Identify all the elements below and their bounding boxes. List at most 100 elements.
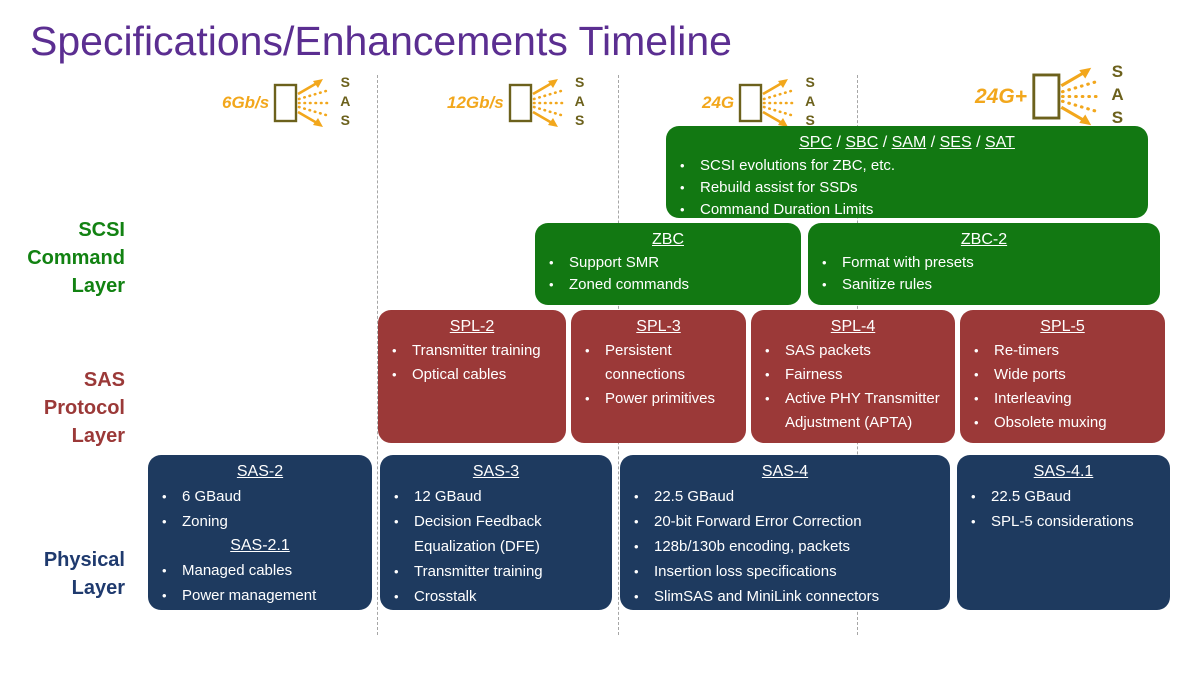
box-zbc: ZBC Support SMR Zoned commands — [535, 223, 801, 305]
logo-speed-label: 12Gb/s — [447, 92, 504, 112]
box-sas-3: SAS-3 12 GBaud Decision Feedback Equaliz… — [380, 455, 612, 610]
bullet-dot — [972, 363, 994, 387]
connector-rays-icon — [738, 78, 798, 127]
bullet-item: Interleaving — [972, 387, 1153, 411]
box-title: ZBC-2 — [960, 231, 1008, 248]
label-line: Protocol — [43, 397, 125, 419]
label-line: Layer — [71, 577, 125, 599]
bullet-dot — [392, 509, 414, 559]
label-line: SAS — [83, 369, 125, 391]
bullet-dot — [583, 387, 605, 411]
bullet-dot — [632, 584, 654, 609]
logo-speed-label: 6Gb/s — [222, 92, 270, 112]
bullet-dot — [972, 411, 994, 435]
bullet-item: SAS packets — [763, 339, 943, 363]
bullet-item: Format with presets — [820, 252, 1148, 274]
box-title: SAS-4.1 — [1033, 463, 1094, 480]
box-title: SPL-4 — [830, 318, 876, 335]
bullet-item: Transmitter training — [392, 559, 600, 584]
bullet-item: Persistent connections — [583, 339, 734, 387]
bullet-item: Zoned commands — [547, 274, 789, 296]
bullet-dot — [632, 509, 654, 534]
bullet-dot — [969, 509, 991, 534]
title-separator: / — [971, 134, 985, 151]
bullet-item: SCSI evolutions for ZBC, etc. — [678, 155, 1136, 177]
bullet-dot — [820, 252, 842, 274]
bullet-item: Zoning — [160, 509, 360, 534]
logo-speed-label: 24G — [702, 92, 735, 112]
logo-speed-label: 24G+ — [975, 84, 1027, 108]
bullet-dot — [972, 387, 994, 411]
label-physical-layer: Physical Layer — [0, 546, 125, 602]
sas-logo-24g-plus: 24G+ SAS — [975, 62, 1127, 131]
connector-rays-icon — [508, 78, 568, 127]
label-line: SCSI — [78, 219, 125, 241]
bullet-item: 20-bit Forward Error Correction — [632, 509, 938, 534]
bullet-dot — [678, 155, 700, 177]
bullet-dot — [632, 484, 654, 509]
bullet-item: Obsolete muxing — [972, 411, 1153, 435]
title-separator: / — [832, 134, 846, 151]
bullet-dot — [392, 484, 414, 509]
box-spl-2: SPL-2 Transmitter training Optical cable… — [378, 310, 566, 443]
bullet-item: SPL-5 considerations — [969, 509, 1158, 534]
box-spl-3: SPL-3 Persistent connections Power primi… — [571, 310, 746, 443]
bullet-item: Wide ports — [972, 363, 1153, 387]
bullet-item: Managed cables — [160, 558, 360, 583]
bullet-dot — [632, 559, 654, 584]
bullet-dot — [547, 252, 569, 274]
label-line: Command — [27, 247, 125, 269]
box-title: SPL-2 — [449, 318, 495, 335]
bullet-dot — [547, 274, 569, 296]
bullet-dot — [390, 339, 412, 363]
spec-spc: SPC — [799, 134, 832, 151]
sas-logo-24g: 24G SAS — [702, 74, 819, 131]
bullet-dot — [160, 509, 182, 534]
bullet-item: 128b/130b encoding, packets — [632, 534, 938, 559]
bullet-item: 12 GBaud — [392, 484, 600, 509]
spec-sam: SAM — [891, 134, 927, 151]
bullet-item: Insertion loss specifications — [632, 559, 938, 584]
bullet-item: Crosstalk — [392, 584, 600, 609]
bullet-dot — [160, 558, 182, 583]
connector-rays-icon — [274, 78, 333, 127]
connector-rays-icon — [1032, 67, 1103, 126]
spec-ses: SES — [939, 134, 972, 151]
bullet-dot — [820, 274, 842, 296]
bullet-item: SlimSAS and MiniLink connectors — [632, 584, 938, 609]
logo-brand-label: SAS — [571, 74, 588, 131]
box-title: SPL-3 — [636, 318, 681, 335]
box-title: SPC / SBC / SAM / SES / SAT — [678, 131, 1136, 155]
bullet-dot — [678, 199, 700, 221]
logo-brand-label: SAS — [802, 74, 819, 131]
bullet-item: Fairness — [763, 363, 943, 387]
box-sas-2: SAS-2 6 GBaud Zoning SAS-2.1 Managed cab… — [148, 455, 372, 610]
box-title: SAS-3 — [472, 463, 520, 480]
bullet-item: 22.5 GBaud — [969, 484, 1158, 509]
bullet-item: Active PHY Transmitter Adjustment (APTA) — [763, 387, 943, 435]
box-title: SAS-2 — [236, 463, 284, 480]
title-separator: / — [878, 134, 892, 151]
bullet-dot — [392, 584, 414, 609]
box-spl-5: SPL-5 Re-timers Wide ports Interleaving … — [960, 310, 1165, 443]
logo-brand-label: SAS — [1107, 62, 1127, 131]
title-separator: / — [926, 134, 940, 151]
bullet-dot — [160, 583, 182, 608]
bullet-dot — [390, 363, 412, 387]
bullet-item: Power management — [160, 583, 360, 608]
box-zbc-2: ZBC-2 Format with presets Sanitize rules — [808, 223, 1160, 305]
box-title: SPL-5 — [1040, 318, 1085, 335]
timeline-divider-1 — [377, 75, 378, 635]
box-spl-4: SPL-4 SAS packets Fairness Active PHY Tr… — [751, 310, 955, 443]
bullet-item: 6 GBaud — [160, 484, 360, 509]
bullet-item: Command Duration Limits — [678, 199, 1136, 221]
bullet-item: Transmitter training — [390, 339, 554, 363]
box-title: SAS-4 — [761, 463, 809, 480]
bullet-item: Optical cables — [390, 363, 554, 387]
bullet-dot — [678, 177, 700, 199]
bullet-item: Support SMR — [547, 252, 789, 274]
bullet-dot — [392, 559, 414, 584]
sas-logo-6gbs: 6Gb/s SAS — [222, 74, 353, 131]
bullet-item: Rebuild assist for SSDs — [678, 177, 1136, 199]
